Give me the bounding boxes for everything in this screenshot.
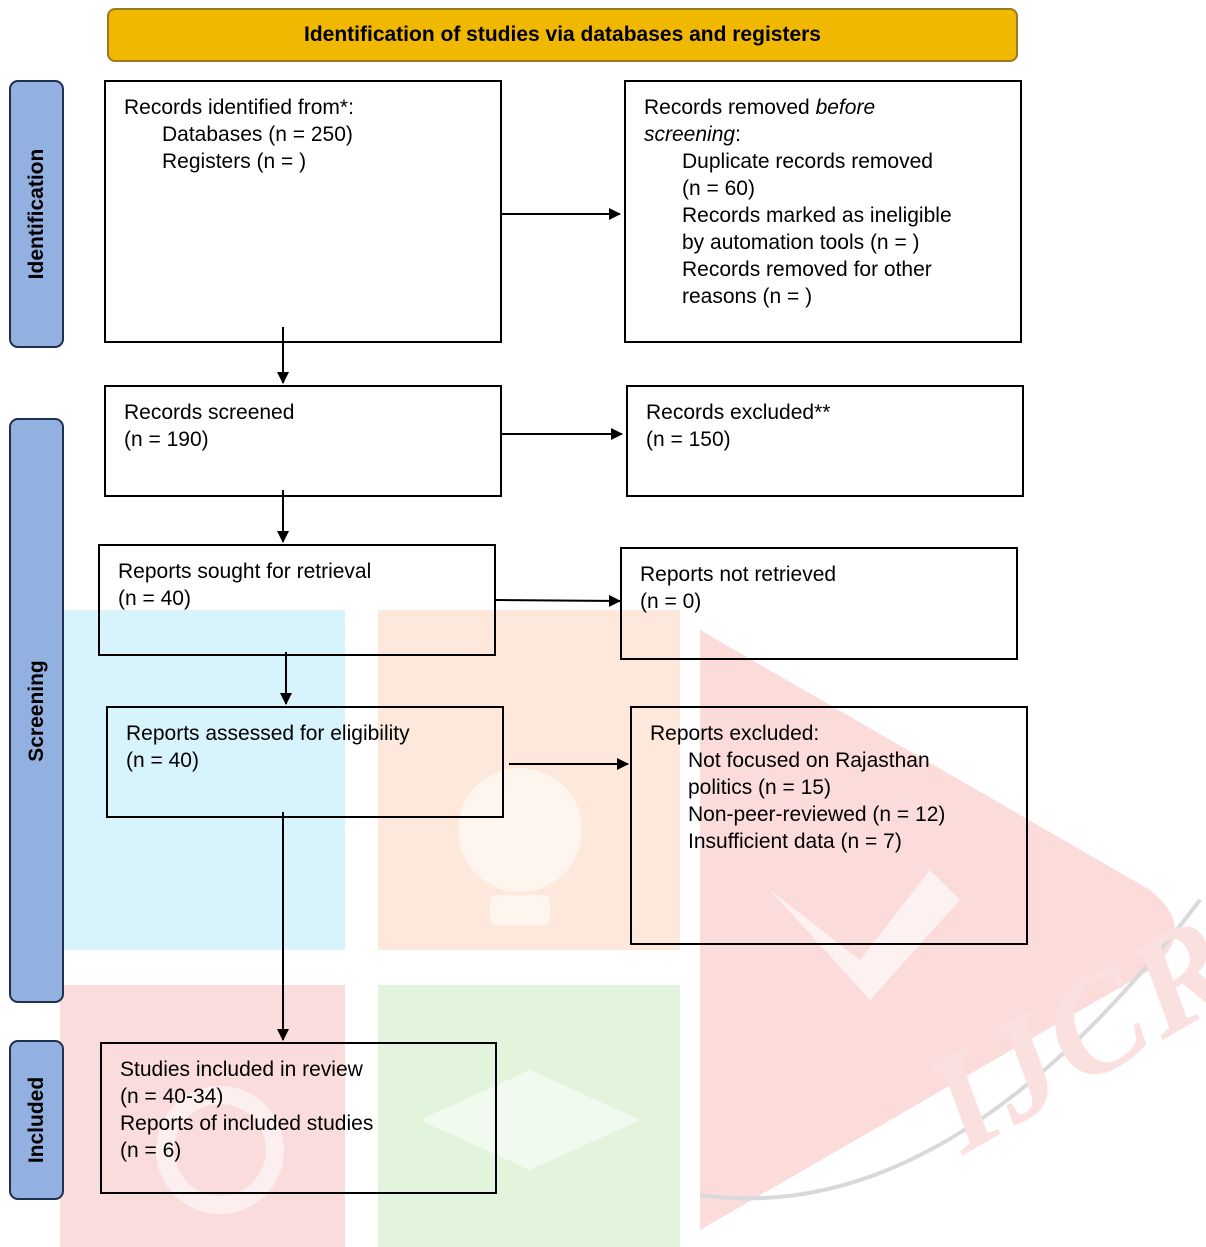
duplicates-label: Duplicate records removed <box>682 150 933 173</box>
records-excluded-count: (n = 150) <box>646 428 731 451</box>
not-focused-label: Not focused on Rajasthan <box>688 749 930 772</box>
watermark-swoosh <box>699 898 1202 1201</box>
studies-included-box: Studies included in review (n = 40-34) R… <box>100 1042 497 1194</box>
phase-included: Included <box>9 1040 64 1200</box>
databases-count: Databases (n = 250) <box>162 123 353 146</box>
registers-count: Registers (n = ) <box>162 150 307 173</box>
reports-sought-count: (n = 40) <box>118 587 191 610</box>
reports-excluded-box: Reports excluded: Not focused on Rajasth… <box>630 706 1028 945</box>
arrow-sought-to-not-retrieved <box>495 594 621 607</box>
records-screened-count: (n = 190) <box>124 428 209 451</box>
reports-assessed-label: Reports assessed for eligibility <box>126 722 410 745</box>
reports-included-count: (n = 6) <box>120 1139 182 1162</box>
reports-excluded-title: Reports excluded: <box>650 722 820 745</box>
records-screened-box: Records screened (n = 190) <box>104 385 502 497</box>
watermark-bulb-icon <box>458 768 582 892</box>
header-banner: Identification of studies via databases … <box>107 8 1018 62</box>
header-title: Identification of studies via databases … <box>304 23 821 46</box>
records-excluded-box: Records excluded** (n = 150) <box>626 385 1024 497</box>
studies-included-count: (n = 40-34) <box>120 1085 224 1108</box>
not-focused-count: politics (n = 15) <box>688 776 831 799</box>
records-removed-title: Records removed before <box>644 96 876 119</box>
phase-screening: Screening <box>9 418 64 1003</box>
records-identified-title: Records identified from*: <box>124 96 354 119</box>
reports-not-retrieved-label: Reports not retrieved <box>640 563 837 586</box>
phase-identification: Identification <box>9 80 64 348</box>
reports-assessed-box: Reports assessed for eligibility (n = 40… <box>106 706 504 818</box>
reports-assessed-count: (n = 40) <box>126 749 199 772</box>
reports-sought-box: Reports sought for retrieval (n = 40) <box>98 544 496 656</box>
records-screened-label: Records screened <box>124 401 295 424</box>
ineligible-label: Records marked as ineligible <box>682 204 952 227</box>
records-excluded-label: Records excluded** <box>646 401 831 424</box>
records-removed-title-2: screening: <box>644 123 741 146</box>
other-reasons-label: Records removed for other <box>682 258 932 281</box>
other-reasons-count: reasons (n = ) <box>682 285 813 308</box>
non-peer-reviewed-count: Non-peer-reviewed (n = 12) <box>688 803 946 826</box>
watermark-gear-icon <box>156 1086 284 1214</box>
reports-sought-label: Reports sought for retrieval <box>118 560 372 583</box>
reports-included-label: Reports of included studies <box>120 1112 374 1135</box>
watermark-bulb-base <box>490 895 550 925</box>
duplicates-count: (n = 60) <box>682 177 755 200</box>
insufficient-data-count: Insufficient data (n = 7) <box>688 830 902 853</box>
watermark-play-triangle <box>700 630 1175 1230</box>
watermark-grad-cap-icon <box>420 1070 640 1170</box>
reports-not-retrieved-count: (n = 0) <box>640 590 702 613</box>
reports-not-retrieved-box: Reports not retrieved (n = 0) <box>620 547 1018 660</box>
studies-included-label: Studies included in review <box>120 1058 363 1081</box>
records-removed-box: Records removed before screening: Duplic… <box>624 80 1022 343</box>
records-identified-box: Records identified from*: Databases (n =… <box>104 80 502 343</box>
watermark-book-icon <box>770 870 960 1000</box>
ineligible-count: by automation tools (n = ) <box>682 231 920 254</box>
